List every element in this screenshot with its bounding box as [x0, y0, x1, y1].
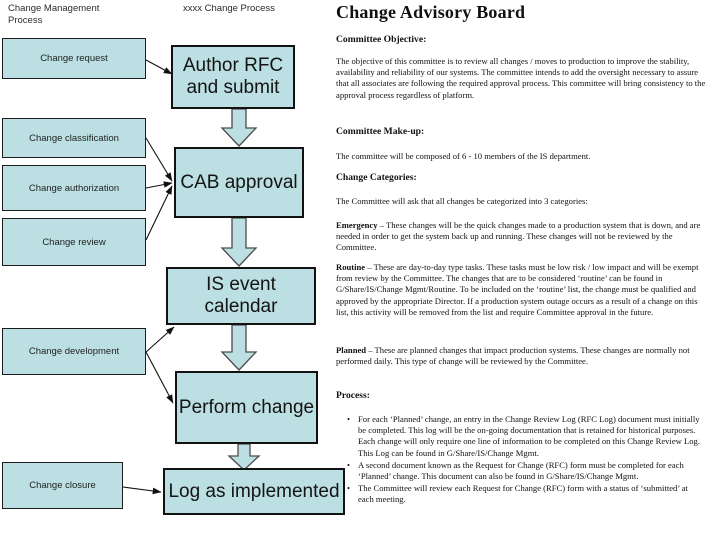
- paragraph-planned: Planned – These are planned changes that…: [336, 345, 708, 367]
- flow-box-is-event-calendar[interactable]: IS event calendar: [166, 267, 316, 325]
- paragraph-categories-intro: The Committee will ask that all changes …: [336, 196, 588, 206]
- stage-box-change-review[interactable]: Change review: [2, 218, 146, 266]
- heading-committee-makeup: Committee Make-up:: [336, 126, 425, 137]
- flow-box-cab-approval[interactable]: CAB approval: [174, 147, 304, 218]
- paragraph-routine: Routine – These are day-to-day type task…: [336, 262, 708, 318]
- text-planned-body: – These are planned changes that impact …: [336, 345, 690, 367]
- process-list: For each ‘Planned’ change, an entry in t…: [336, 414, 704, 506]
- list-item: For each ‘Planned’ change, an entry in t…: [347, 414, 704, 459]
- flow-box-log-as-implemented[interactable]: Log as implemented: [163, 468, 345, 515]
- label-planned: Planned: [336, 345, 367, 355]
- flow-box-perform-change[interactable]: Perform change: [175, 371, 318, 444]
- stage-box-change-classification[interactable]: Change classification: [2, 118, 146, 158]
- text-routine-body: – These are day-to-day type tasks. These…: [336, 262, 699, 317]
- paragraph-committee-objective: The objective of this committee is to re…: [336, 56, 706, 100]
- heading-change-categories: Change Categories:: [336, 172, 417, 183]
- list-item: The Committee will review each Request f…: [347, 483, 704, 505]
- flow-connectors: [122, 59, 261, 495]
- diagram-header-left: Change Management Process: [8, 3, 100, 26]
- label-emergency: Emergency: [336, 220, 378, 230]
- stage-box-change-authorization[interactable]: Change authorization: [2, 165, 146, 211]
- change-advisory-board-document: Change Advisory Board Committee Objectiv…: [332, 0, 728, 546]
- document-title: Change Advisory Board: [336, 2, 526, 22]
- stage-box-change-development[interactable]: Change development: [2, 328, 146, 375]
- diagram-header-right: xxxx Change Process: [183, 3, 275, 14]
- process-list-wrap: For each ‘Planned’ change, an entry in t…: [336, 414, 704, 507]
- list-item: A second document known as the Request f…: [347, 460, 704, 482]
- label-routine: Routine: [336, 262, 366, 272]
- heading-process: Process:: [336, 390, 370, 401]
- change-process-diagram: Change Management Process xxxx Change Pr…: [0, 0, 345, 546]
- text-emergency-body: – These changes will be the quick change…: [336, 220, 701, 253]
- stage-box-change-request[interactable]: Change request: [2, 38, 146, 79]
- flow-box-author-rfc-and-submit[interactable]: Author RFC and submit: [171, 45, 295, 109]
- stage-box-change-closure[interactable]: Change closure: [2, 462, 123, 509]
- paragraph-committee-makeup: The committee will be composed of 6 - 10…: [336, 151, 591, 161]
- heading-committee-objective: Committee Objective:: [336, 34, 427, 45]
- paragraph-emergency: Emergency – These changes will be the qu…: [336, 220, 708, 254]
